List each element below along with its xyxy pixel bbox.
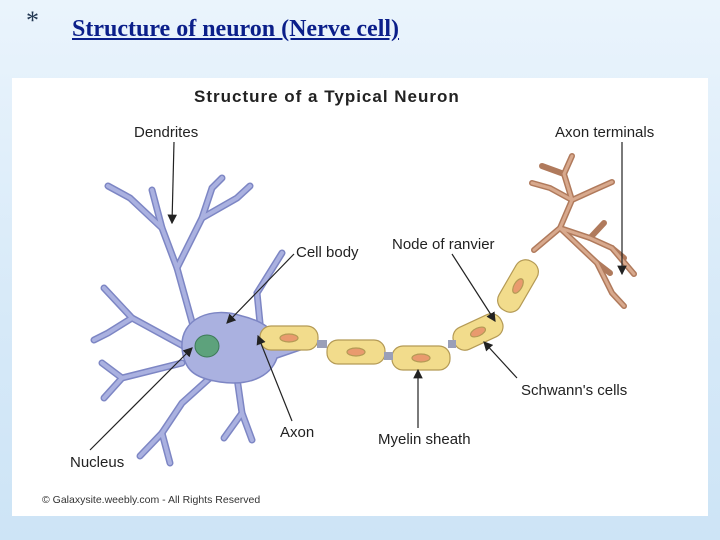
neuron-diagram: Structure of a Typical Neuron [42,87,654,506]
neuron-diagram-panel: Structure of a Typical Neuron [12,78,708,516]
label-node-of-ranvier: Node of ranvier [392,236,495,253]
axon-terminals-shape [529,153,637,309]
label-schwanns-cells: Schwann's cells [521,382,627,399]
nucleus-shape [194,334,220,358]
label-cell-body: Cell body [296,244,359,261]
bullet-marker: * [26,6,39,35]
label-axon-terminals: Axon terminals [555,124,654,141]
label-nucleus: Nucleus [70,454,124,471]
diagram-title: Structure of a Typical Neuron [194,87,460,106]
label-dendrites: Dendrites [134,124,198,141]
myelin-sheath-shape [259,259,539,371]
label-myelin-sheath: Myelin sheath [378,431,471,448]
slide-title: Structure of neuron (Nerve cell) [72,16,400,42]
label-axon: Axon [280,424,314,441]
pointer-arrows [89,141,627,451]
copyright-text: © Galaxysite.weebly.com - All Rights Res… [42,494,260,506]
